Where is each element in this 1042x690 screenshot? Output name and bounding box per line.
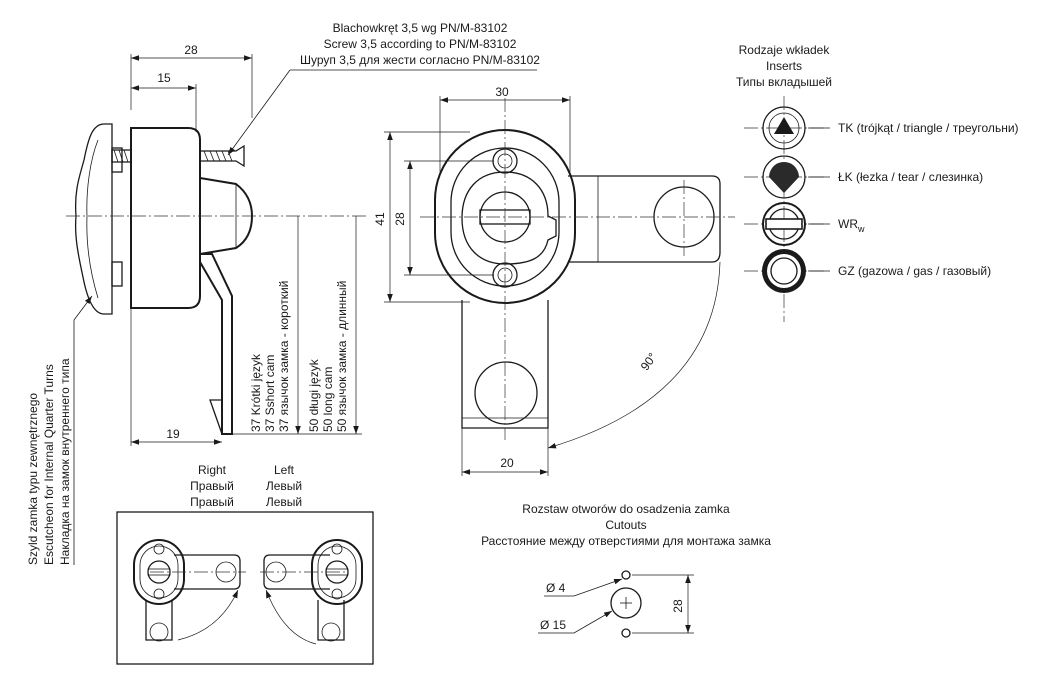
direction-section: Right Правый Правый Left Левый Левый xyxy=(116,463,374,665)
inserts-title-2: Inserts xyxy=(766,59,802,73)
screw-thread-right xyxy=(203,150,233,162)
slot-icon xyxy=(765,218,803,230)
cam-short-line-1: 37 Krótki język xyxy=(249,353,263,432)
escutcheon-line-1: Szyld zamka typu zewnętrznego xyxy=(26,393,40,565)
right-lock-cam-down-hole xyxy=(149,622,169,642)
right-label-1: Right xyxy=(198,463,227,477)
cutouts-title-1: Rozstaw otworów do osadzenia zamka xyxy=(522,502,730,516)
right-lock-screw-top xyxy=(153,543,165,555)
cam-strip xyxy=(199,253,233,435)
left-lock-screw-bottom xyxy=(331,588,343,600)
insert-tk-label: TK (trójkąt / triangle / треугольни) xyxy=(838,121,1019,135)
left-lock-rotation-arrow xyxy=(265,589,317,645)
cam-short-line-3: 37 язычок замка - короткий xyxy=(277,281,291,432)
plate-boss-bottom xyxy=(111,261,123,287)
insert-lk-outer-circle xyxy=(762,155,806,199)
triangle-icon xyxy=(774,117,794,134)
escutcheon-note: Szyld zamka typu zewnętrznego Escutcheon… xyxy=(26,295,93,565)
insert-wrw: WRw xyxy=(744,202,865,246)
cam-vertical-hole xyxy=(474,361,538,425)
cutouts-section: Rozstaw otworów do osadzenia zamka Cutou… xyxy=(481,502,771,638)
left-label-3: Левый xyxy=(266,495,302,509)
plug xyxy=(461,171,557,265)
cam-long-line-2: 50 long cam xyxy=(321,367,335,432)
screw-thread-left xyxy=(113,149,129,163)
dim-19-label: 19 xyxy=(166,427,180,441)
right-lock-screw-bottom xyxy=(153,588,165,600)
leader-d15 xyxy=(538,610,613,634)
insert-lk-label: ŁK (łezka / tear / слезинка) xyxy=(838,170,983,184)
insert-tk: TK (trójkąt / triangle / треугольни) xyxy=(744,106,1019,150)
insert-tk-inner-circle xyxy=(768,112,800,144)
escutcheon-plate xyxy=(74,123,113,315)
direction-frame xyxy=(116,511,374,665)
cutout-hole-bottom xyxy=(621,628,631,638)
right-lock xyxy=(133,539,246,642)
tear-icon xyxy=(769,162,799,193)
insert-wrw-outer-circle xyxy=(762,202,806,246)
cam-long-line-1: 50 długi język xyxy=(307,358,321,432)
screw-leader xyxy=(227,69,291,156)
leader-d4 xyxy=(544,578,623,597)
cam-short-line-2: 37 Sshort cam xyxy=(263,355,277,432)
label-d15: Ø 15 xyxy=(540,618,566,632)
inserts-section: Rodzaje wkładek Inserts Типы вкладышей T… xyxy=(736,43,1019,322)
cam-long-line-3: 50 язычок замка - длинный xyxy=(335,281,349,432)
dim-41-label: 41 xyxy=(373,212,387,226)
left-lock-screw-top xyxy=(331,543,343,555)
lock-body xyxy=(130,127,201,309)
insert-gz-inner-ring xyxy=(767,254,801,288)
cutouts-title-3: Расстояние между отверстиями для монтажа… xyxy=(481,534,771,548)
gas-icon xyxy=(770,257,798,285)
front-view: 30 41 28 20 90° xyxy=(373,85,735,476)
dim-15-side-label: 15 xyxy=(157,71,171,85)
left-lock-cam-down xyxy=(317,600,345,641)
screw-note: Blachowkręt 3,5 wg PN/M-83102 Screw 3,5 … xyxy=(227,21,540,156)
dim-20-label: 20 xyxy=(500,456,514,470)
screw xyxy=(111,144,245,168)
insert-wrw-label: WRw xyxy=(838,217,865,234)
insert-lk: ŁK (łezka / tear / слезинка) xyxy=(744,155,983,199)
screw-note-line-3: Шуруп 3,5 для жести согласно PN/M-83102 xyxy=(300,53,540,67)
rotation-arc-90 xyxy=(547,261,721,449)
right-lock-rotation-arrow xyxy=(177,589,239,641)
left-label-1: Left xyxy=(274,463,295,477)
right-label-3: Правый xyxy=(190,495,234,509)
screw-note-line-2: Screw 3,5 according to PN/M-83102 xyxy=(324,37,517,51)
right-label-2: Правый xyxy=(190,479,234,493)
cam-long-labels: 50 długi język 50 long cam 50 язычок зам… xyxy=(307,281,349,432)
escutcheon-leader xyxy=(73,295,93,565)
insert-gz: GZ (gazowa / gas / газовый) xyxy=(744,249,991,293)
right-lock-slot xyxy=(147,568,171,576)
cam-short-labels: 37 Krótki język 37 Sshort cam 37 язычок … xyxy=(249,281,291,432)
escutcheon-inner-edge xyxy=(86,139,99,299)
dim-28-cutout-label: 28 xyxy=(671,599,685,613)
insert-tk-outer-circle xyxy=(762,106,806,150)
insert-gz-label: GZ (gazowa / gas / газовый) xyxy=(838,264,991,278)
inserts-title-1: Rodzaje wkładek xyxy=(739,43,831,57)
left-label-2: Левый xyxy=(266,479,302,493)
left-lock-cam-down-hole xyxy=(321,622,341,642)
dim-30-label: 30 xyxy=(495,85,509,99)
side-view: 28 15 19 3 xyxy=(66,43,366,446)
cutout-hole-top xyxy=(621,570,631,580)
cutout-hole-center xyxy=(610,587,642,619)
screw-note-line-1: Blachowkręt 3,5 wg PN/M-83102 xyxy=(333,21,508,35)
left-lock xyxy=(260,539,363,645)
cam-horizontal xyxy=(568,175,721,263)
right-lock-cam-down xyxy=(145,600,173,641)
cam-tip xyxy=(209,362,223,435)
label-d4: Ø 4 xyxy=(546,581,566,595)
angle-90-label: 90° xyxy=(638,350,660,373)
dim-28-side-label: 28 xyxy=(184,43,198,57)
dim-28-front-label: 28 xyxy=(393,212,407,226)
inserts-title-3: Типы вкладышей xyxy=(736,75,832,89)
escutcheon-line-3: Накладка на замок внутреннего типа xyxy=(58,358,72,565)
escutcheon-line-2: Escutcheon for Internal Quarter Turns xyxy=(42,364,56,565)
cutouts-title-2: Cutouts xyxy=(605,518,646,532)
